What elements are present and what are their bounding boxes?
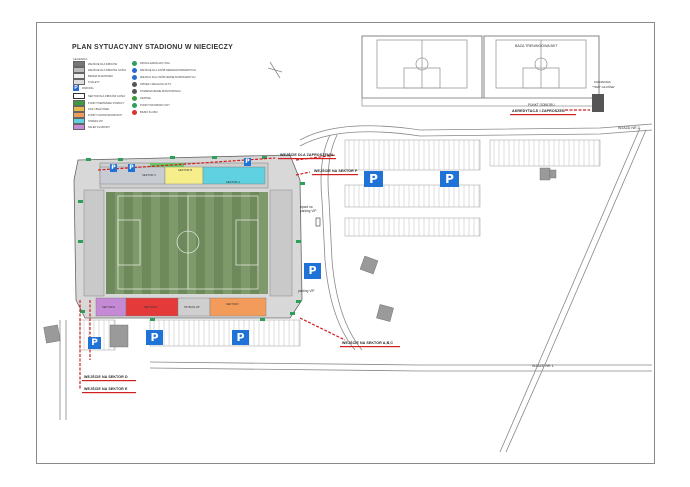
gate-marker <box>150 318 155 321</box>
access-markers <box>78 156 305 321</box>
pitch <box>106 192 268 294</box>
sektor-label: SEKTOR D <box>144 306 158 309</box>
legend-item: SZATNIE <box>132 96 151 101</box>
pitch-stripe <box>160 192 169 294</box>
gate-marker <box>262 156 267 159</box>
gate-marker <box>296 300 301 303</box>
parking-sign: P <box>440 171 459 187</box>
legend-item: STREFA VIP <box>73 118 103 124</box>
legend-item: DROGA EWAKUACYJNA <box>132 61 170 66</box>
legend-item: KASY BILETOWE <box>73 106 109 112</box>
pitch-stripe <box>106 192 115 294</box>
parking-sign: P <box>364 171 383 187</box>
vip-parking-label: parking VIP <box>298 289 315 293</box>
cafe-sublabel: "TRZY GŁOŚNE" <box>592 85 616 89</box>
entrance-1-label: WJAZD NR 1 <box>532 364 554 368</box>
sektor-label: SEKTOR F <box>226 303 239 306</box>
legend-item: PUNKT PIERWSZEJ POMOCY <box>73 100 125 106</box>
legend-item: WEJŚCIE DLA KIBICÓW <box>73 61 117 67</box>
pitch-stripe <box>142 192 151 294</box>
legend-item: SPIKER / REALIZACJA TV <box>132 82 171 87</box>
legend-item: SEKTOR DLA KIBICÓW GOŚCI <box>73 93 125 99</box>
legend-item: POMIESZCZENIE MONITORINGU <box>132 89 181 94</box>
sector-abc-entrance-label: WEJŚCIE NA SEKTOR A,B,C <box>342 341 394 345</box>
cafe-building <box>592 94 604 112</box>
training-base-label: BAZA TRENINGOWA BKT <box>515 44 558 48</box>
legend-item: SKLEP KLUBOWY <box>73 124 110 130</box>
vip-parking-entry-label: wjazd na parking VIP <box>300 205 317 213</box>
gate-marker <box>78 200 83 203</box>
parking-sign: P <box>88 337 101 349</box>
legend-item: BRAMA WJAZDOWA <box>73 73 113 79</box>
sektor-label: SEKTOR C <box>142 173 157 177</box>
pitch-stripe <box>232 192 241 294</box>
gate-marker <box>300 182 305 185</box>
gate-marker <box>260 318 265 321</box>
sektor-label: SEKTOR B <box>178 168 193 172</box>
legend-item: WEJŚCIE DLA OSÓB NIEPEŁNOSPRAWNYCH <box>132 68 196 73</box>
gate-marker <box>296 240 301 243</box>
vip-gate <box>315 217 321 227</box>
sector-f-entrance-label: WEJŚCIE NA SEKTOR F <box>314 169 358 173</box>
pitch-stripe <box>196 192 205 294</box>
legend-item: PUNKT GASTRONOMICZNY <box>73 112 122 118</box>
pitch-stripe <box>250 192 259 294</box>
sector-d-entrance-label: WEJŚCIE NA SEKTOR D <box>84 375 128 379</box>
entry-routes <box>79 109 590 390</box>
legend-item: TOALETY <box>73 79 100 85</box>
sektor-label: TRYBUNA VIP <box>184 306 200 309</box>
sektor-label: SEKTOR E <box>102 306 116 309</box>
invitation-entrance-label: WEJŚCIE DLA ZAPROSZENIA <box>280 153 334 157</box>
accreditation-label: AKREDYTACJI I ZAPROSZEŃ <box>512 109 565 113</box>
sektor-label: SEKTOR A <box>226 180 240 184</box>
parking-sign-small: P <box>110 164 117 172</box>
cafe-label: KAWIARNIA <box>594 80 611 84</box>
pitch-stripe <box>214 192 223 294</box>
parking-sign-small: P <box>128 164 135 172</box>
gate-marker <box>86 158 91 161</box>
pitch-stripe <box>124 192 133 294</box>
gate-marker <box>212 156 217 159</box>
buildings <box>43 167 557 348</box>
accreditation-point-label: PUNKT ODBIORU <box>528 103 555 107</box>
legend-header: LEGENDA <box>73 57 88 61</box>
legend-item: BIURO KLUBU <box>132 110 158 115</box>
parking-sign: P <box>232 330 249 345</box>
parking-sign: P <box>304 263 321 279</box>
map-title: PLAN SYTUACYJNY STADIONU W NIECIECZY <box>72 44 233 51</box>
gate-marker <box>290 312 295 315</box>
gate-marker <box>170 156 175 159</box>
gate-marker <box>78 240 83 243</box>
entrance-2-label: WJAZD NR 2 <box>618 126 640 130</box>
parking-sign: P <box>146 330 163 345</box>
label-underlines <box>82 114 576 394</box>
parking-sign-small: P <box>244 158 251 166</box>
gate-marker <box>118 158 123 161</box>
legend-item: WEJŚCIE DLA KIBICÓW GOŚCI <box>73 67 126 73</box>
training-base <box>361 35 600 107</box>
legend-item: MIEJSCA DLA OSÓB NIEPEŁNOSPRAWNYCH <box>132 75 196 80</box>
sector-e-entrance-label: WEJŚCIE NA SEKTOR E <box>84 387 128 391</box>
roads <box>59 61 653 453</box>
legend-item: PUNKT INFORMACYJNY <box>132 103 170 108</box>
gate-marker <box>80 310 85 313</box>
pitch-stripe <box>178 192 187 294</box>
